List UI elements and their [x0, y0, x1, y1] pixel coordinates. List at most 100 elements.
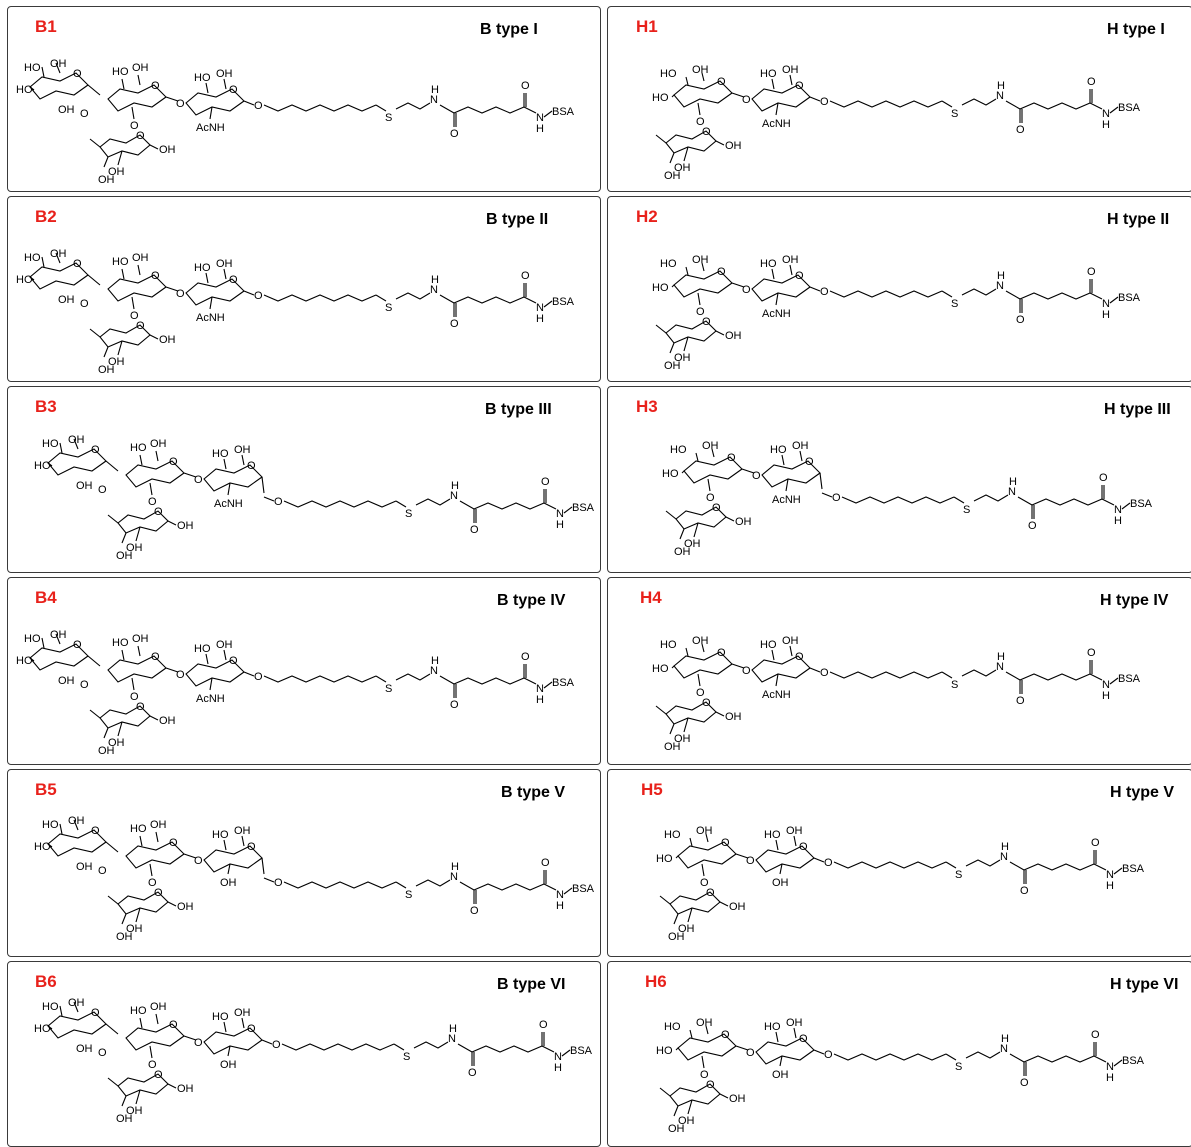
hydroxyl-label: HO — [24, 633, 41, 645]
hydroxyl-label: OH — [664, 170, 681, 182]
hydroxyl-label: OH — [664, 360, 681, 372]
acetamido-label: AcNH — [772, 494, 801, 506]
bond — [87, 655, 101, 667]
bond — [227, 1045, 231, 1057]
bond — [1109, 106, 1119, 114]
bond — [543, 110, 553, 118]
glycosidic-oxygen-label: O — [254, 671, 263, 683]
bond — [775, 673, 779, 687]
bond — [131, 296, 135, 310]
ring-oxygen-label: O — [169, 456, 178, 468]
panel-title: H type II — [1107, 211, 1170, 228]
bsa-label: BSA — [1130, 498, 1153, 510]
bond — [775, 292, 779, 306]
bond — [183, 1035, 197, 1041]
glycosidic-oxygen-label: O — [130, 310, 139, 322]
bond — [139, 1017, 143, 1029]
bsa-label: BSA — [572, 883, 595, 895]
ring-oxygen-label: O — [154, 887, 163, 899]
amide-h-label: H — [536, 694, 544, 706]
hydroxyl-label: OH — [98, 174, 115, 186]
bond — [683, 146, 689, 162]
amide-n-label: N — [450, 871, 458, 883]
bond — [47, 1025, 53, 1030]
octyl-chain — [833, 1053, 947, 1061]
bond — [121, 78, 125, 90]
glycosidic-oxygen-label: O — [98, 1047, 107, 1059]
hydroxyl-label: HO — [194, 262, 211, 274]
methyl-bond — [655, 324, 667, 334]
bond — [701, 643, 705, 653]
ring-oxygen-label: O — [799, 841, 808, 853]
glycosidic-oxygen-label: O — [272, 1039, 281, 1051]
hydroxyl-label: OH — [786, 1017, 803, 1029]
glycosidic-oxygen-label: O — [742, 665, 751, 677]
octyl-chain — [263, 104, 377, 112]
ring-oxygen-label: O — [247, 460, 256, 472]
hydroxyl-label: HO — [212, 448, 229, 460]
ethyl-linker — [395, 673, 431, 681]
methyl-bond — [89, 328, 101, 338]
carbonyl-oxygen-label: O — [541, 476, 550, 488]
ring-oxygen-label: O — [805, 456, 814, 468]
hydroxyl-label: OH — [220, 877, 237, 889]
hydroxyl-label: OH — [50, 58, 67, 70]
sulfur-label: S — [963, 504, 970, 516]
bond — [205, 272, 209, 284]
octyl-chain — [263, 675, 377, 683]
octyl-chain — [283, 500, 397, 508]
amide-h-label: H — [1114, 515, 1122, 527]
adipoyl-chain — [457, 1043, 543, 1053]
ethyl-linker — [395, 292, 431, 300]
bond — [149, 482, 153, 496]
ethyl-linker — [395, 102, 431, 110]
bsa-label: BSA — [572, 502, 595, 514]
hydroxyl-label: OH — [725, 711, 742, 723]
hydroxyl-label: OH — [234, 444, 251, 456]
panel-id-label: B2 — [35, 207, 57, 226]
glycosidic-oxygen-label: O — [696, 306, 705, 318]
panel-title: B type III — [485, 401, 552, 418]
glycosidic-oxygen-label: O — [194, 855, 203, 867]
bond — [223, 839, 227, 851]
sulfur-label: S — [955, 1061, 962, 1073]
bond — [543, 502, 557, 510]
hydroxyl-label: HO — [760, 68, 777, 80]
bond — [715, 711, 725, 717]
bond — [779, 1055, 783, 1067]
bond — [789, 264, 793, 276]
glycosidic-oxygen-label: O — [254, 290, 263, 302]
hydroxyl-label: OH — [696, 1017, 713, 1029]
bond — [941, 671, 953, 679]
bond — [165, 96, 179, 102]
amide-n-label: N — [1008, 486, 1016, 498]
bond — [793, 1027, 797, 1039]
bond — [775, 839, 779, 851]
bond — [813, 1049, 825, 1055]
amide-h-label: H — [997, 270, 1005, 282]
hydroxyl-label: OH — [234, 1007, 251, 1019]
hydroxyl-label: OH — [786, 825, 803, 837]
bond — [687, 907, 693, 923]
hydroxyl-label: HO — [194, 72, 211, 84]
bond — [29, 657, 35, 662]
hydroxyl-label: OH — [98, 745, 115, 757]
hydroxyl-label: OH — [678, 1115, 695, 1127]
hydroxyl-label: HO — [656, 853, 673, 865]
ring-oxygen-label: O — [247, 841, 256, 853]
carbonyl-oxygen-label: O — [1016, 124, 1025, 136]
methyl-bond — [659, 1087, 671, 1097]
bond — [789, 645, 793, 657]
glycosidic-oxygen-label: O — [742, 284, 751, 296]
panel-id-label: B4 — [35, 588, 57, 607]
bond — [243, 100, 255, 106]
carbonyl-oxygen-label: O — [1016, 314, 1025, 326]
hydroxyl-label: HO — [42, 819, 59, 831]
amide-n-label: N — [996, 90, 1004, 102]
sulfur-label: S — [385, 302, 392, 314]
amide-h-label: H — [536, 313, 544, 325]
bond — [671, 284, 675, 288]
